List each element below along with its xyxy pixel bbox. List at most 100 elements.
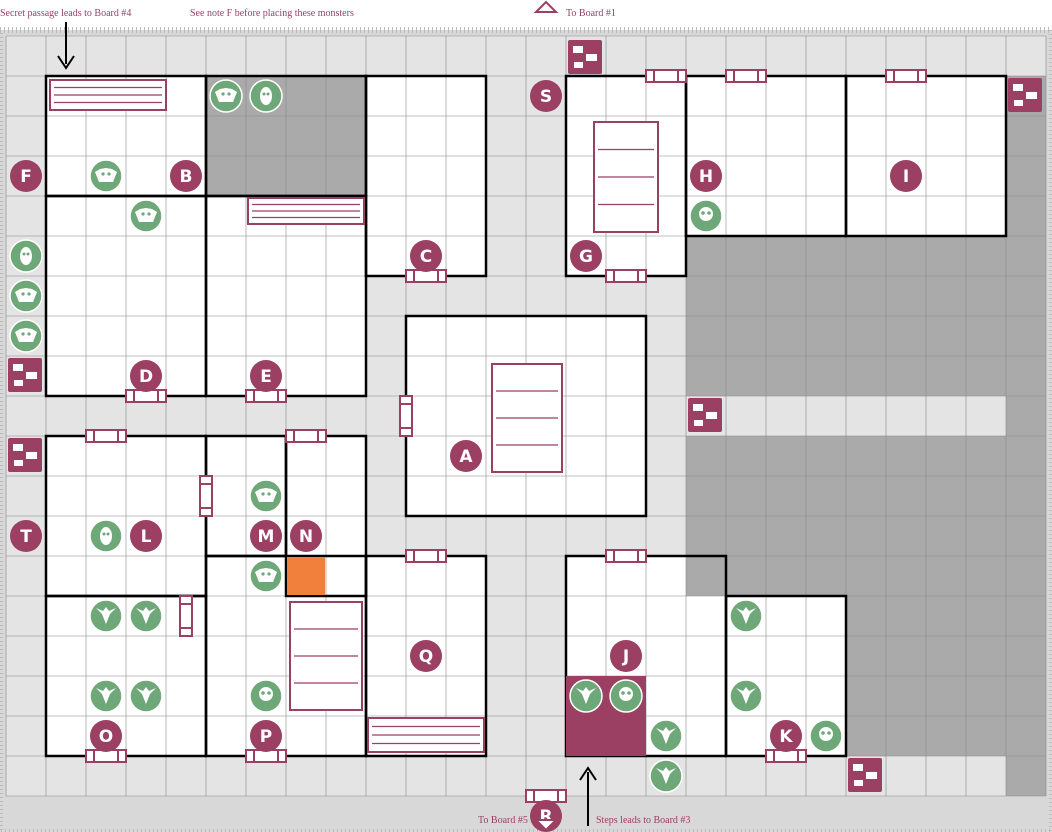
note-to-board-1: To Board #1 [566, 8, 616, 19]
skull-eye-icon [827, 731, 831, 735]
skull-eye-icon [701, 211, 705, 215]
room-label-text: A [459, 447, 473, 467]
door [725, 69, 767, 83]
orc-eye-icon [267, 572, 271, 576]
skull-face-icon [819, 727, 833, 741]
beast-monster [569, 679, 603, 713]
room-label-badge [530, 80, 562, 112]
room-label-text: P [260, 727, 272, 747]
orc-face-icon [255, 488, 277, 502]
rubble-block-stone [694, 420, 703, 426]
room-label-badge [690, 160, 722, 192]
door [605, 269, 647, 283]
orc-eye-icon [21, 292, 25, 296]
room-label-text: G [579, 247, 593, 267]
door-frame [605, 549, 647, 563]
door [885, 69, 927, 83]
skull-face-icon [699, 207, 713, 221]
rubble-block-stone [1013, 84, 1023, 91]
skull-monster [809, 719, 843, 753]
room-label-d: D [130, 360, 162, 392]
orc-eye-icon [107, 172, 111, 176]
beast-face-icon [736, 607, 756, 624]
room-label-n: N [290, 520, 322, 552]
room-label-badge [890, 160, 922, 192]
room-label-h: H [690, 160, 722, 192]
room-label-c: C [410, 240, 442, 272]
room-label-badge [530, 800, 562, 832]
rubble-block-stone [13, 444, 23, 451]
goblin-face-icon [260, 87, 272, 105]
rubble-block [688, 398, 722, 432]
skull-eye-icon [621, 691, 625, 695]
room-label-badge [170, 160, 202, 192]
room-label-text: H [699, 167, 713, 187]
room-label-badge [250, 720, 282, 752]
room-label-badge [410, 240, 442, 272]
room-label-q: Q [410, 640, 442, 672]
skull-monster [249, 679, 283, 713]
goblin-monster [249, 79, 283, 113]
alchemist-bench-furniture [289, 601, 363, 711]
orc-face-icon [95, 168, 117, 182]
rubble-block-stone [853, 764, 863, 771]
rubble-block-stone [866, 772, 877, 779]
orc-eye-icon [261, 492, 265, 496]
door [605, 549, 647, 563]
room-label-text: N [299, 527, 313, 547]
room-label-text: T [20, 527, 32, 547]
door-frame [645, 69, 687, 83]
beast-monster [129, 599, 163, 633]
skull-face-icon [259, 687, 273, 701]
rubble-block-stone [26, 452, 37, 459]
room-label-e: E [250, 360, 282, 392]
skull-monster [609, 679, 643, 713]
beast-face-icon [576, 687, 596, 704]
orc-eye-icon [21, 332, 25, 336]
orc-eye-icon [27, 332, 31, 336]
secret-passage-arrowhead [57, 55, 75, 70]
orc-monster [9, 319, 43, 353]
rubble-block-stone [693, 404, 703, 411]
orc-eye-icon [267, 492, 271, 496]
rubble-block [568, 40, 602, 74]
door-frame [405, 549, 447, 563]
goblin-eye-icon [106, 532, 110, 536]
door-frame [179, 595, 193, 637]
room-label-text: B [180, 167, 193, 187]
beast-monster [729, 599, 763, 633]
room-label-text: O [99, 727, 113, 747]
door [285, 429, 327, 443]
room-label-badge [410, 640, 442, 672]
room-label-badge [450, 440, 482, 472]
room-label-text: I [903, 167, 909, 187]
skull-eye-icon [267, 691, 271, 695]
orc-monster [249, 479, 283, 513]
room-label-badge [250, 360, 282, 392]
orc-face-icon [15, 288, 37, 302]
room-label-badge [770, 720, 802, 752]
orc-monster [209, 79, 243, 113]
room-label-b: B [170, 160, 202, 192]
room-label-text: C [420, 247, 432, 267]
room-label-text: K [779, 727, 793, 747]
orc-face-icon [215, 88, 237, 102]
beast-monster [649, 719, 683, 753]
rubble-block-stone [854, 780, 863, 786]
room-label-text: E [260, 367, 272, 387]
rubble-block-stone [1014, 100, 1023, 106]
skull-monster [689, 199, 723, 233]
trap-tile [287, 557, 325, 595]
room-label-badge [130, 520, 162, 552]
orc-monster [89, 159, 123, 193]
beast-face-icon [136, 607, 156, 624]
goblin-monster [89, 519, 123, 553]
door [179, 595, 193, 637]
room-label-m: M [250, 520, 282, 552]
goblin-face-icon [100, 527, 112, 545]
orc-eye-icon [261, 572, 265, 576]
goblin-eye-icon [22, 252, 26, 256]
rubble-block [848, 758, 882, 792]
rubble-block [8, 358, 42, 392]
room-label-g: G [570, 240, 602, 272]
